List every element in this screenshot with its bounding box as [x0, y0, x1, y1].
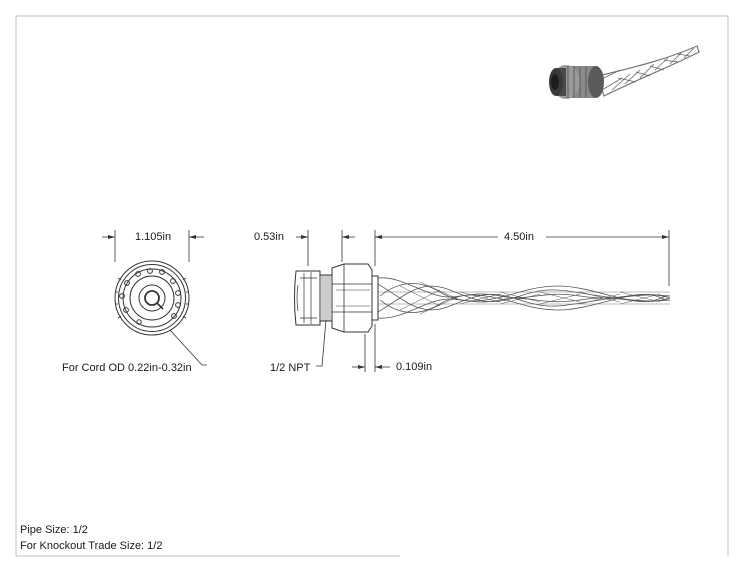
callout-cord-od: For Cord OD 0.22in-0.32in — [62, 362, 192, 374]
note-knockout-size: For Knockout Trade Size: 1/2 — [20, 540, 163, 552]
front-view — [114, 260, 190, 336]
dimension-thread-gap — [352, 324, 390, 372]
sheet-border-left — [15, 16, 400, 557]
sheet-border — [16, 15, 729, 556]
leader-cord-od — [169, 329, 207, 366]
note-pipe-size: Pipe Size: 1/2 — [20, 524, 88, 536]
dimension-thread-gap-label: 0.109in — [396, 361, 433, 373]
dimension-grip-length — [374, 230, 670, 286]
isometric-render — [549, 45, 700, 99]
leader-thread — [316, 319, 327, 367]
side-view-fitting — [294, 263, 379, 333]
dimension-nut-length — [296, 230, 355, 266]
dimension-front-width-label: 1.105in — [135, 231, 172, 243]
dimension-nut-length-label: 0.53in — [254, 231, 284, 243]
dimension-front-width — [102, 230, 204, 262]
callout-thread: 1/2 NPT — [270, 362, 311, 374]
side-view-mesh-grip — [377, 277, 671, 319]
dimension-grip-length-label: 4.50in — [504, 231, 534, 243]
